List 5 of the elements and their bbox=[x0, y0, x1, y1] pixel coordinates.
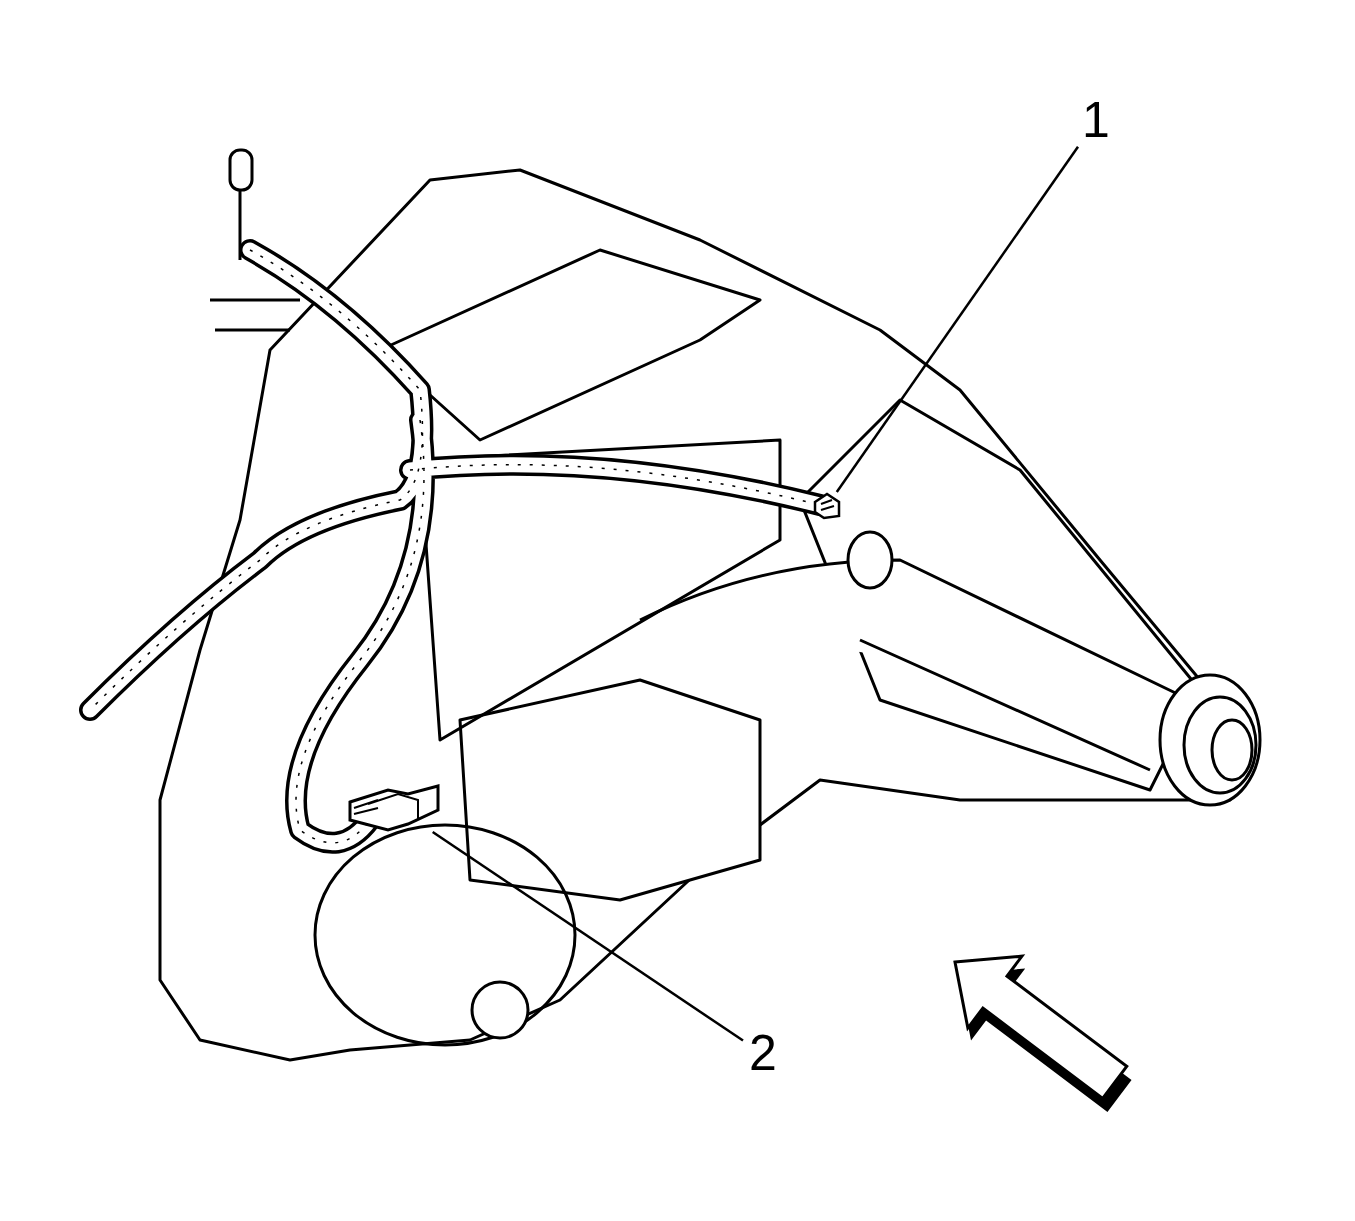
callout-number: 2 bbox=[743, 1028, 783, 1080]
callout-number: 1 bbox=[1078, 95, 1114, 147]
leader-line bbox=[835, 146, 1080, 493]
sensor-connector bbox=[812, 492, 842, 520]
leader-line bbox=[432, 830, 744, 1042]
